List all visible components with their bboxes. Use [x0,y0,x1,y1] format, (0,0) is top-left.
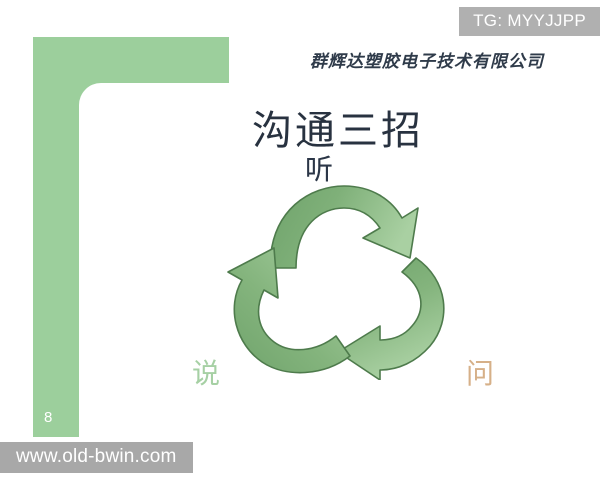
recycle-arrow-top [269,185,419,269]
recycle-loop-diagram [220,180,460,381]
diagram-label-listen: 听 [305,153,334,186]
diagram-label-speak: 说 [192,357,221,390]
page-number: 8 [44,409,53,426]
page-title: 沟通三招 [252,108,424,154]
recycle-arrow-right [337,257,445,381]
diagram-label-ask: 问 [466,357,495,390]
company-name: 群辉达塑胶电子技术有限公司 [310,52,544,72]
recycle-arrow-left [227,247,351,374]
site-url-watermark: www.old-bwin.com [0,442,193,473]
green-band-inner-cutout [79,83,231,439]
tg-watermark-badge: TG: MYYJJPP [459,7,600,36]
